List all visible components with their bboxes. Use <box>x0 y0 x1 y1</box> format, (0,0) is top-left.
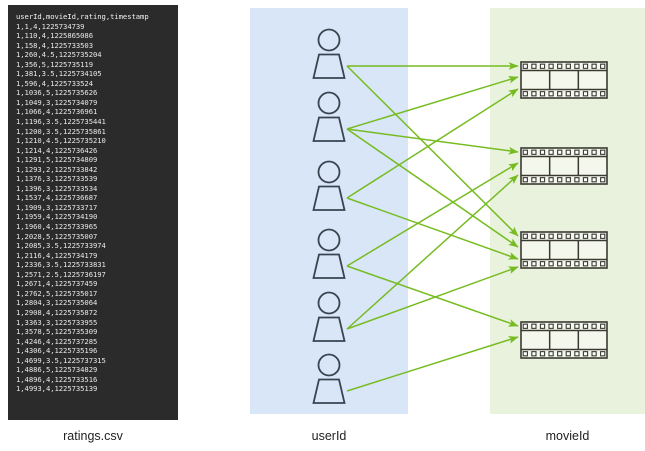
csv-header-line: userId,movieId,rating,timestamp <box>16 12 149 21</box>
user-icon <box>312 28 346 79</box>
film-strip-icon <box>520 231 608 269</box>
csv-data-line: 1,2908,4,1225735872 <box>16 307 98 317</box>
csv-data-line: 1,356,5,1225735119 <box>16 59 93 69</box>
csv-data-line: 1,1909,3,1225733717 <box>16 202 98 212</box>
csv-data-line: 1,2336,3.5,1225733831 <box>16 260 106 270</box>
connection-arrow <box>346 88 519 199</box>
user-icon <box>312 228 346 279</box>
csv-data-line: 1,2028,5,1225735007 <box>16 231 98 241</box>
caption-movieid: movieId <box>545 429 590 443</box>
user-icon <box>312 160 346 211</box>
arrow-group <box>346 62 519 392</box>
csv-data-line: 1,4246,4,1225737285 <box>16 336 98 346</box>
csv-data-line: 1,4896,4,1225733516 <box>16 374 98 384</box>
connection-arrow <box>346 162 519 267</box>
user-icon <box>312 291 346 342</box>
connection-arrow <box>346 65 519 237</box>
csv-data-line: 1,1960,4,1225733965 <box>16 222 98 232</box>
csv-data-line: 1,381,3.5,1225734105 <box>16 69 102 79</box>
csv-data-line: 1,1376,3,1225733539 <box>16 174 98 184</box>
csv-data-line: 1,260,4.5,1225735204 <box>16 50 102 60</box>
film-strip-icon <box>520 147 608 185</box>
film-strip-icon <box>520 61 608 99</box>
csv-data-line: 1,1396,3,1225733534 <box>16 183 98 193</box>
csv-data-line: 1,4886,5,1225734829 <box>16 365 98 375</box>
csv-data-line: 1,1196,3.5,1225735441 <box>16 117 106 127</box>
movie-icon-group <box>520 61 608 359</box>
csv-data-line: 1,2671,4,1225737459 <box>16 279 98 289</box>
csv-data-line: 1,3363,3,1225733955 <box>16 317 98 327</box>
csv-data-line: 1,2116,4,1225734179 <box>16 250 98 260</box>
csv-data-line: 1,158,4,1225733503 <box>16 40 93 50</box>
connection-arrow <box>346 75 519 130</box>
csv-data-line: 1,1066,4,1225736961 <box>16 107 98 117</box>
csv-data-line: 1,1,4,1225734739 <box>16 21 85 31</box>
user-icon-group <box>312 28 346 404</box>
csv-data-line: 1,110,4,1225865086 <box>16 31 93 41</box>
csv-data-line: 1,1210,4.5,1225735210 <box>16 136 106 146</box>
connection-arrow <box>346 128 519 248</box>
csv-data-line: 1,2804,3,1225735064 <box>16 298 98 308</box>
csv-data-line: 1,1049,3,1225734079 <box>16 97 98 107</box>
csv-data-line: 1,1293,2,1225733842 <box>16 164 98 174</box>
csv-data-line: 1,1291,5,1225734809 <box>16 155 98 165</box>
csv-data-line: 1,4306,4,1225735196 <box>16 346 98 356</box>
csv-data-line: 1,1959,4,1225734190 <box>16 212 98 222</box>
csv-data-line: 1,1537,4,1225736687 <box>16 193 98 203</box>
film-strip-icon <box>520 321 608 359</box>
connection-arrow <box>346 336 519 392</box>
caption-ratings-csv: ratings.csv <box>63 429 123 443</box>
csv-data-line: 1,1200,3.5,1225735861 <box>16 126 106 136</box>
csv-data-line: 1,2762,5,1225735017 <box>16 288 98 298</box>
csv-data-line: 1,4993,4,1225735139 <box>16 384 98 394</box>
user-icon <box>312 91 346 142</box>
csv-data-line: 1,596,4,1225733524 <box>16 78 93 88</box>
connection-arrow <box>346 265 519 327</box>
csv-data-line: 1,3578,5,1225735309 <box>16 327 98 337</box>
user-icon <box>312 353 346 404</box>
connection-arrow <box>346 174 519 330</box>
connection-arrow <box>346 266 519 330</box>
csv-data-line: 1,1214,4,1225736426 <box>16 145 98 155</box>
csv-data-line: 1,1036,5,1225735626 <box>16 88 98 98</box>
csv-data-line: 1,2571,2.5,1225736197 <box>16 269 106 279</box>
caption-userid: userId <box>311 429 347 443</box>
connection-arrow <box>346 128 519 155</box>
csv-data-line: 1,2085,3.5,1225733974 <box>16 241 106 251</box>
csv-data-line: 1,4699,3.5,1225737315 <box>16 355 106 365</box>
connection-arrow <box>346 197 519 260</box>
